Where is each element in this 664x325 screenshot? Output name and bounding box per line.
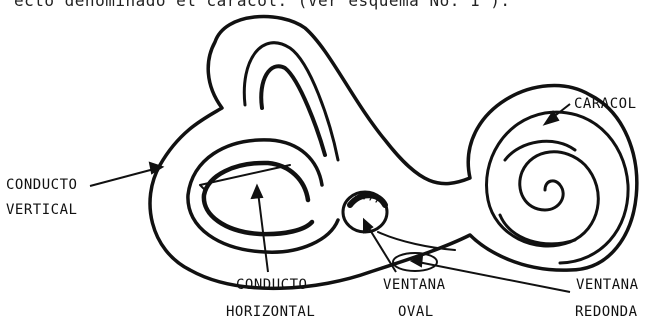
cochlea-spiral	[487, 112, 629, 263]
label-conducto-horizontal-1: CONDUCTO	[236, 277, 307, 293]
label-ventana-oval-1: VENTANA	[383, 277, 446, 293]
label-ventana-redonda-1: VENTANA	[576, 277, 639, 293]
label-conducto-vertical-2: VERTICAL	[6, 202, 77, 218]
arrow-conducto-vertical	[90, 168, 158, 186]
label-ventana-oval-2: OVAL	[398, 304, 434, 320]
vertical-canal	[244, 43, 338, 160]
arrow-ventana-oval	[367, 225, 396, 272]
label-conducto-vertical-1: CONDUCTO	[6, 177, 77, 193]
label-caracol: CARACOL	[574, 96, 637, 112]
label-conducto-horizontal-2: HORIZONTAL	[226, 304, 315, 320]
label-ventana-redonda-2: REDONDA	[575, 304, 638, 320]
